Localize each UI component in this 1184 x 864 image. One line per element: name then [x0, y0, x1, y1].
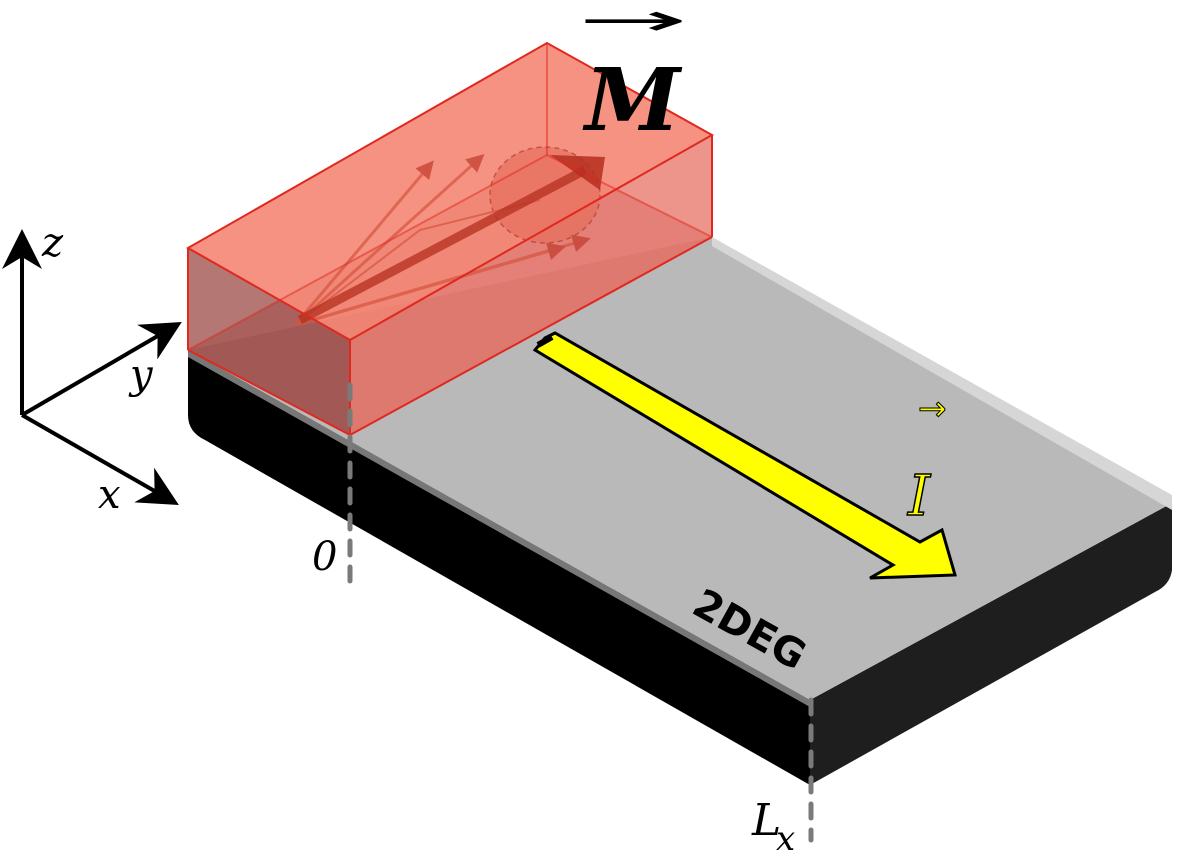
slab-top-rim — [712, 237, 1172, 510]
y-axis-label: y — [128, 352, 154, 398]
magnet-front-face — [350, 135, 712, 435]
x-axis-label: x — [98, 472, 121, 518]
position-lx-sub: x — [776, 819, 795, 859]
z-axis-label: z — [41, 220, 64, 266]
current-symbol: I — [907, 464, 932, 529]
current-label: I → — [906, 389, 947, 530]
magnet-symbol: M — [582, 50, 683, 151]
y-axis-arrow-icon — [20, 321, 182, 417]
magnet-left-face — [188, 248, 350, 435]
magnet-vector-arrow-icon: → — [578, 0, 688, 46]
magnet-top-face — [188, 43, 712, 340]
current-vector-arrow-icon: → — [918, 389, 947, 429]
slab-front-side — [188, 350, 810, 785]
coordinate-axes — [2, 229, 182, 505]
magnet-block — [185, 41, 715, 437]
slab-front-rim — [188, 350, 810, 707]
x-axis-arrow-icon — [21, 413, 179, 505]
position-zero-label: 0 — [312, 534, 337, 580]
position-lx-main: L — [751, 795, 781, 846]
slab-right-side — [810, 503, 1172, 785]
position-lx-label: L x — [751, 795, 795, 859]
magnet-label: → M — [578, 0, 688, 151]
position-markers — [347, 382, 814, 843]
current-arrow — [532, 331, 957, 580]
